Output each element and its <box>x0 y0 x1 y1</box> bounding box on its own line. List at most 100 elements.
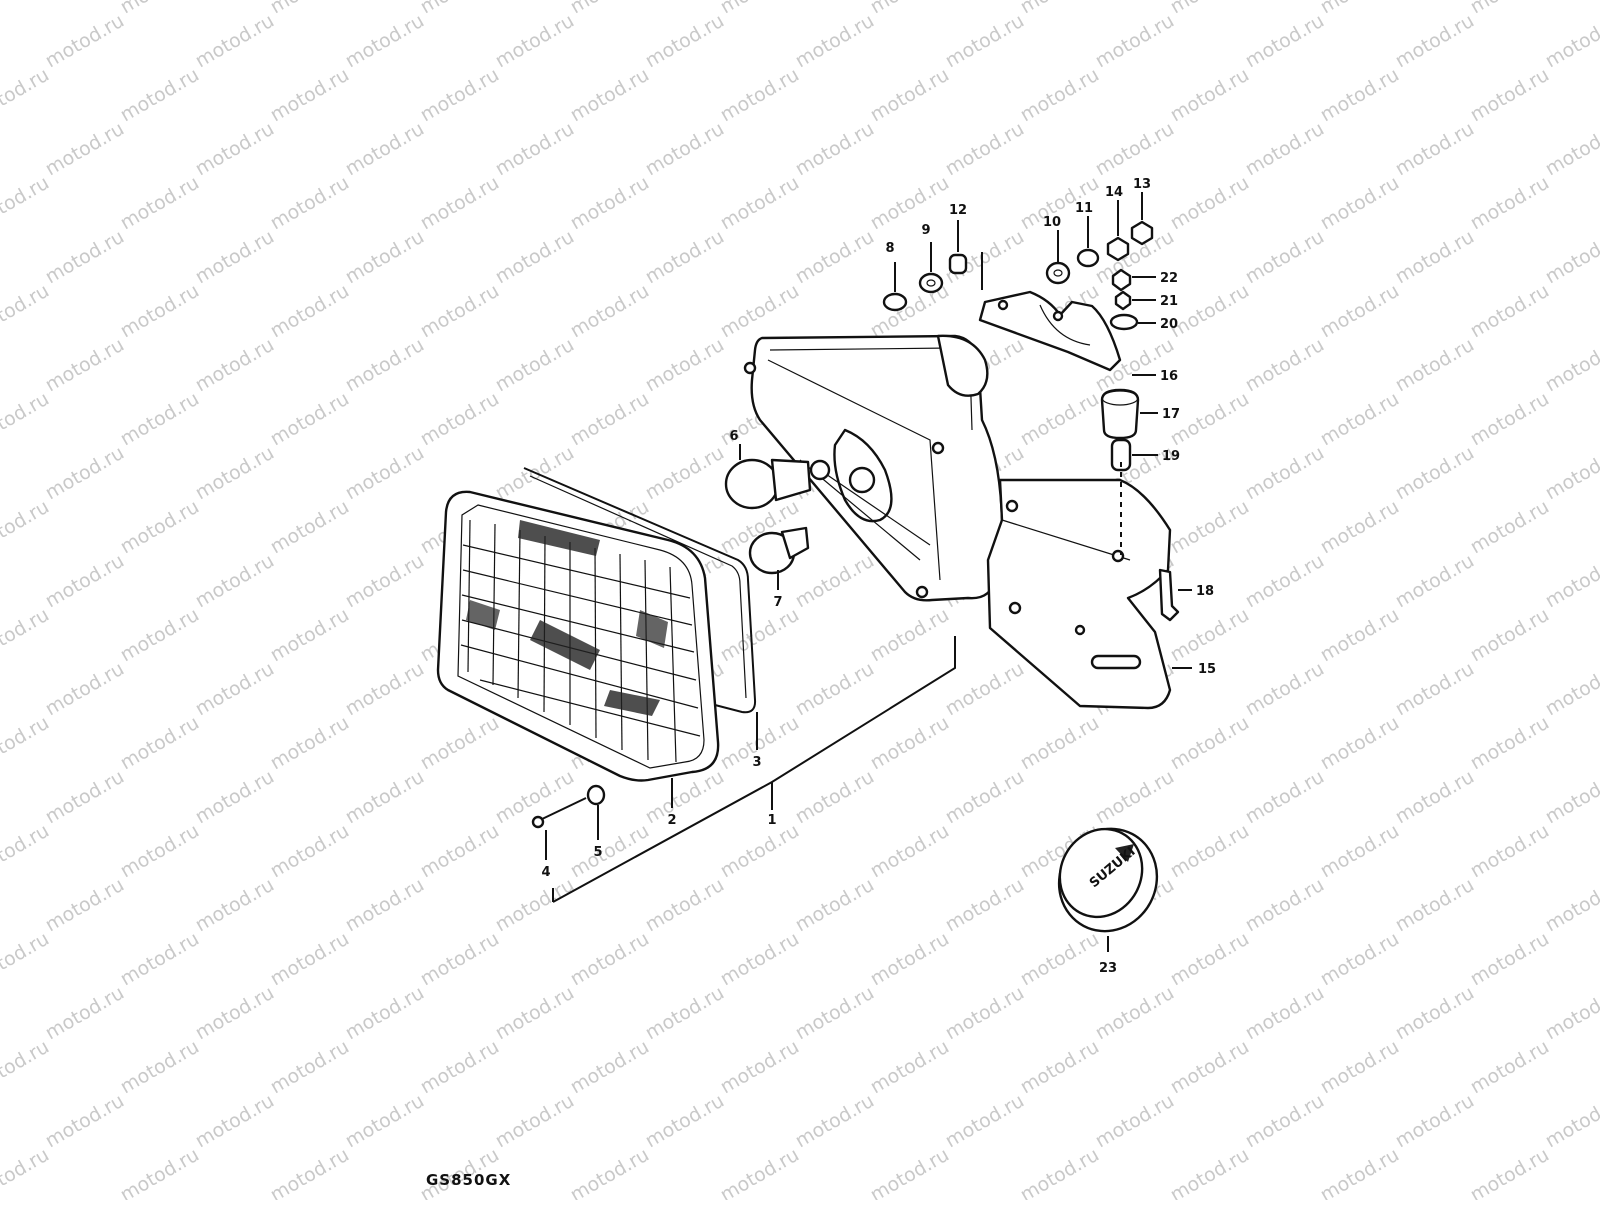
watermark-text: motod.ru <box>1017 1036 1103 1099</box>
watermark-text: motod.ru <box>1467 1036 1553 1099</box>
watermark-text: motod.ru <box>0 820 53 883</box>
watermark-text: motod.ru <box>1467 604 1553 667</box>
washer-20[interactable] <box>1111 315 1137 329</box>
nut-22[interactable] <box>1113 270 1130 290</box>
watermark-text: motod.ru <box>567 1036 653 1099</box>
watermark-text: motod.ru <box>492 982 578 1045</box>
watermark-text: motod.ru <box>867 820 953 883</box>
watermark-text: motod.ru <box>792 766 878 829</box>
watermark-text: motod.ru <box>1317 1036 1403 1099</box>
cushion-17[interactable] <box>1102 390 1138 438</box>
watermark-text: motod.ru <box>942 1090 1028 1153</box>
grommet-9[interactable] <box>920 274 942 292</box>
watermark-text: motod.ru <box>1092 1090 1178 1153</box>
watermark-text: motod.ru <box>942 766 1028 829</box>
watermark-text: motod.ru <box>867 712 953 775</box>
nut-21[interactable] <box>1116 292 1130 309</box>
watermark-text: motod.ru <box>1467 496 1553 559</box>
watermark-text: motod.ru <box>42 442 128 505</box>
watermark-text: motod.ru <box>567 280 653 343</box>
callout-22: 22 <box>1160 271 1178 286</box>
nut-5[interactable] <box>588 786 604 804</box>
watermark-text: motod.ru <box>192 118 278 181</box>
watermark-text: motod.ru <box>192 766 278 829</box>
watermark-text: motod.ru <box>417 820 503 883</box>
watermark-text: motod.ru <box>1167 172 1253 235</box>
watermark-text: motod.ru <box>117 496 203 559</box>
watermark-text: motod.ru <box>42 874 128 937</box>
watermark-text: motod.ru <box>792 874 878 937</box>
callout-7: 7 <box>773 595 782 610</box>
watermark-text: motod.ru <box>567 172 653 235</box>
watermark-text: motod.ru <box>1542 334 1600 397</box>
watermark-text: motod.ru <box>117 604 203 667</box>
watermark-text: motod.ru <box>1167 928 1253 991</box>
watermark-text: motod.ru <box>192 550 278 613</box>
nut-13[interactable] <box>1132 222 1152 244</box>
watermark-text: motod.ru <box>717 64 803 127</box>
watermark-text: motod.ru <box>1017 1144 1103 1200</box>
watermark-text: motod.ru <box>267 388 353 451</box>
watermark-text: motod.ru <box>267 64 353 127</box>
callout-11: 11 <box>1075 201 1093 216</box>
watermark-text: motod.ru <box>1542 118 1600 181</box>
watermark-text: motod.ru <box>792 226 878 289</box>
watermark-text: motod.ru <box>1167 280 1253 343</box>
watermark-text: motod.ru <box>1467 820 1553 883</box>
watermark-text: motod.ru <box>792 550 878 613</box>
watermark-text: motod.ru <box>642 226 728 289</box>
watermark-text: motod.ru <box>267 1036 353 1099</box>
collar-12[interactable] <box>950 255 966 273</box>
watermark-text: motod.ru <box>1392 1090 1478 1153</box>
watermark-text: motod.ru <box>1317 1144 1403 1200</box>
watermark-text: motod.ru <box>1317 64 1403 127</box>
washer-8[interactable] <box>884 294 906 310</box>
watermark-text: motod.ru <box>1242 766 1328 829</box>
watermark-text: motod.ru <box>867 1036 953 1099</box>
watermark-text: motod.ru <box>267 928 353 991</box>
nut-14[interactable] <box>1108 238 1128 260</box>
watermark-text: motod.ru <box>117 1036 203 1099</box>
watermark-text: motod.ru <box>0 388 53 451</box>
watermark-text: motod.ru <box>192 982 278 1045</box>
watermark-text: motod.ru <box>1242 226 1328 289</box>
watermark-text: motod.ru <box>792 10 878 73</box>
watermark-text: motod.ru <box>492 334 578 397</box>
watermark-text: motod.ru <box>1167 496 1253 559</box>
watermark-text: motod.ru <box>1242 118 1328 181</box>
callout-21: 21 <box>1160 294 1178 309</box>
watermark-text: motod.ru <box>117 1144 203 1200</box>
watermark-text: motod.ru <box>642 874 728 937</box>
watermark-text: motod.ru <box>192 442 278 505</box>
watermark-text: motod.ru <box>1242 874 1328 937</box>
watermark-text: motod.ru <box>867 1144 953 1200</box>
bolt-18[interactable] <box>1160 570 1178 620</box>
callout-6: 6 <box>729 429 738 444</box>
watermark-text: motod.ru <box>192 334 278 397</box>
watermark-text: motod.ru <box>117 64 203 127</box>
watermark-text: motod.ru <box>342 874 428 937</box>
watermark-text: motod.ru <box>1392 118 1478 181</box>
watermark-text: motod.ru <box>1017 64 1103 127</box>
watermark-text: motod.ru <box>867 604 953 667</box>
watermark-text: motod.ru <box>717 1144 803 1200</box>
watermark-text: motod.ru <box>1467 1144 1553 1200</box>
watermark-text: motod.ru <box>417 280 503 343</box>
watermark-text: motod.ru <box>1542 874 1600 937</box>
suzuki-emblem[interactable]: SUZUKI <box>1041 812 1175 949</box>
watermark-text: motod.ru <box>342 550 428 613</box>
washer-11[interactable] <box>1078 250 1098 266</box>
watermark-text: motod.ru <box>1542 10 1600 73</box>
watermark-text: motod.ru <box>1242 10 1328 73</box>
watermark-text: motod.ru <box>1317 388 1403 451</box>
watermark-text: motod.ru <box>492 1090 578 1153</box>
watermark-text: motod.ru <box>0 496 53 559</box>
grommet-10[interactable] <box>1047 263 1069 283</box>
watermark-text: motod.ru <box>717 0 803 18</box>
watermark-text: motod.ru <box>417 1036 503 1099</box>
watermark-text: motod.ru <box>1242 1090 1328 1153</box>
watermark-text: motod.ru <box>792 658 878 721</box>
watermark-text: motod.ru <box>1317 820 1403 883</box>
